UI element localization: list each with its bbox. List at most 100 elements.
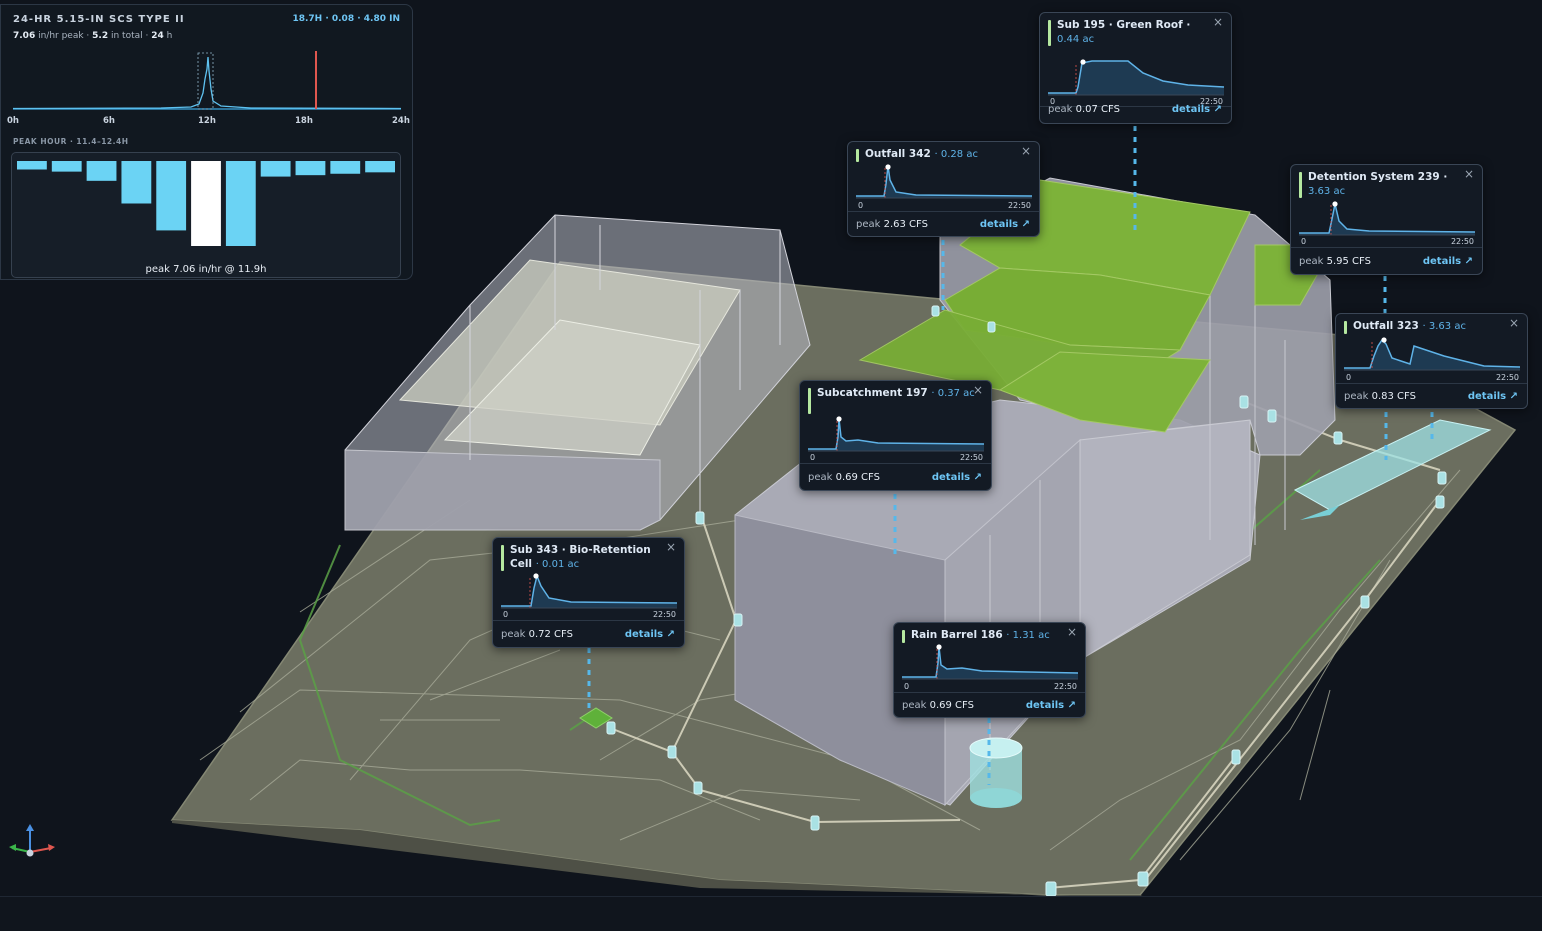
popup-title-text: Rain Barrel 186 — [911, 629, 1003, 641]
building-left — [344, 214, 811, 531]
popup-title: Sub 343 · Bio-Retention Cell · 0.01 ac — [510, 543, 660, 572]
popup-outfall-323[interactable]: Outfall 323 · 3.63 ac × 0 22:50 peak 0.8… — [1335, 313, 1528, 409]
popup-area: · 0.28 ac — [934, 149, 978, 160]
popup-title: Subcatchment 197 · 0.37 ac — [817, 386, 975, 401]
hyetograph-chart[interactable] — [11, 49, 403, 113]
site-ground-edge — [172, 820, 1145, 897]
popup-subcatchment-197[interactable]: Subcatchment 197 · 0.37 ac × 0 22:50 pea… — [799, 380, 992, 491]
peak-hour-bar — [330, 161, 361, 174]
rainfall-summary: 7.06 in/hr peak · 5.2 in total · 24 h — [13, 31, 172, 41]
axis-end: 22:50 — [1199, 97, 1223, 106]
axis-start: 0 — [1301, 237, 1307, 246]
details-link[interactable]: details ↗ — [1025, 700, 1076, 711]
peak-flow: peak 0.69 CFS — [902, 700, 974, 711]
peak-prefix: peak — [902, 700, 930, 711]
popup-divider — [1336, 383, 1527, 384]
peak-flow: peak 0.69 CFS — [808, 472, 880, 483]
peak-hour-bar — [191, 161, 221, 246]
popup-sub-195-green-roof[interactable]: Sub 195 · Green Roof ·0.44 ac × 0 22:50 … — [1039, 12, 1232, 124]
peak-hour-bar — [156, 161, 187, 231]
duration-unit: h — [163, 31, 173, 41]
total-depth-value: 5.2 — [92, 31, 109, 41]
popup-area: · 3.63 ac — [1422, 321, 1466, 332]
hydrograph-chart — [501, 573, 678, 609]
popup-area: · 0.37 ac — [931, 388, 975, 399]
popup-leader-lines — [587, 126, 1434, 785]
axis-end: 22:50 — [1053, 682, 1077, 691]
duration-value: 24 — [151, 31, 164, 41]
total-depth-unit: in total · — [108, 31, 152, 41]
popup-outfall-342[interactable]: Outfall 342 · 0.28 ac × 0 22:50 peak 2.6… — [847, 141, 1040, 237]
peak-value: 0.69 CFS — [835, 472, 880, 483]
close-icon[interactable]: × — [1020, 144, 1031, 158]
peak-value: 0.72 CFS — [528, 629, 573, 640]
axis-start: 0 — [810, 453, 816, 462]
popup-rain-barrel-186[interactable]: Rain Barrel 186 · 1.31 ac × 0 22:50 peak… — [893, 622, 1086, 718]
details-link[interactable]: details ↗ — [1171, 104, 1222, 115]
peak-hour-label: PEAK HOUR · 11.4–12.4H — [13, 137, 129, 146]
details-link[interactable]: details ↗ — [1467, 391, 1518, 402]
axis-start: 0 — [503, 610, 509, 619]
axis-gizmo-icon[interactable] — [6, 822, 62, 866]
rain-barrel-cylinder — [969, 737, 1023, 808]
popup-title: Outfall 323 · 3.63 ac — [1353, 319, 1466, 334]
axis-start: 0 — [904, 682, 910, 691]
popup-sub-343-bio-retention-cell[interactable]: Sub 343 · Bio-Retention Cell · 0.01 ac ×… — [492, 537, 685, 648]
details-link[interactable]: details ↗ — [1422, 256, 1473, 267]
peak-hour-bar — [121, 161, 152, 204]
peak-value: 2.63 CFS — [883, 219, 928, 230]
peak-flow: peak 0.83 CFS — [1344, 391, 1416, 402]
axis-end: 22:50 — [1450, 237, 1474, 246]
hydrograph-chart — [856, 164, 1033, 199]
peak-hour-bar — [17, 161, 47, 170]
popup-divider — [894, 692, 1085, 693]
parcel-lines — [199, 469, 1461, 861]
axis-end: 22:50 — [652, 610, 676, 619]
close-icon[interactable]: × — [1463, 167, 1474, 181]
tick-0h: 0h — [7, 116, 19, 126]
close-icon[interactable]: × — [972, 383, 983, 397]
peak-hour-bar-chart — [17, 161, 395, 246]
details-link[interactable]: details ↗ — [979, 219, 1030, 230]
axis-start: 0 — [1050, 97, 1056, 106]
peak-hour-bar — [365, 161, 395, 173]
popup-area: 0.44 ac — [1057, 34, 1095, 45]
popup-title-text: Sub 343 · Bio-Retention Cell — [510, 544, 651, 570]
hydrograph-chart — [1299, 201, 1476, 236]
peak-hour-bars[interactable]: peak 7.06 in/hr @ 11.9h — [11, 152, 401, 278]
popup-title-text: Outfall 342 — [865, 148, 931, 160]
peak-intensity-value: 7.06 — [13, 31, 36, 41]
popup-area: · 0.01 ac — [535, 559, 580, 570]
peak-value: 5.95 CFS — [1326, 256, 1371, 267]
peak-prefix: peak — [501, 629, 529, 640]
popup-divider — [493, 620, 684, 621]
hydrograph-chart — [902, 644, 1079, 680]
peak-prefix: peak — [808, 472, 836, 483]
axis-start: 0 — [858, 201, 864, 210]
peak-prefix: peak — [856, 219, 884, 230]
details-link[interactable]: details ↗ — [624, 629, 675, 640]
peak-prefix: peak — [1344, 391, 1372, 402]
popup-divider — [1291, 247, 1482, 248]
rainfall-panel: 24-HR 5.15-IN SCS TYPE II 18.7H · 0.08 ·… — [0, 4, 413, 280]
popup-detention-system-239[interactable]: Detention System 239 ·3.63 ac × 0 22:50 … — [1290, 164, 1483, 275]
peak-value: 0.83 CFS — [1371, 391, 1416, 402]
peak-hour-bar — [225, 161, 256, 246]
peak-prefix: peak — [1048, 104, 1076, 115]
hydrograph-chart — [808, 416, 985, 452]
close-icon[interactable]: × — [1212, 15, 1223, 29]
popup-title-text: Detention System 239 · — [1308, 171, 1448, 183]
peak-prefix: peak — [1299, 256, 1327, 267]
popup-area: · 1.31 ac — [1006, 630, 1050, 641]
close-icon[interactable]: × — [665, 540, 676, 554]
close-icon[interactable]: × — [1066, 625, 1077, 639]
details-link[interactable]: details ↗ — [931, 472, 982, 483]
popup-title: Rain Barrel 186 · 1.31 ac — [911, 628, 1050, 643]
axis-end: 22:50 — [959, 453, 983, 462]
tick-18h: 18h — [295, 116, 313, 126]
hydrograph-chart — [1344, 337, 1521, 371]
close-icon[interactable]: × — [1508, 316, 1519, 330]
popup-title: Outfall 342 · 0.28 ac — [865, 147, 978, 162]
hydrograph-chart — [1048, 59, 1225, 96]
